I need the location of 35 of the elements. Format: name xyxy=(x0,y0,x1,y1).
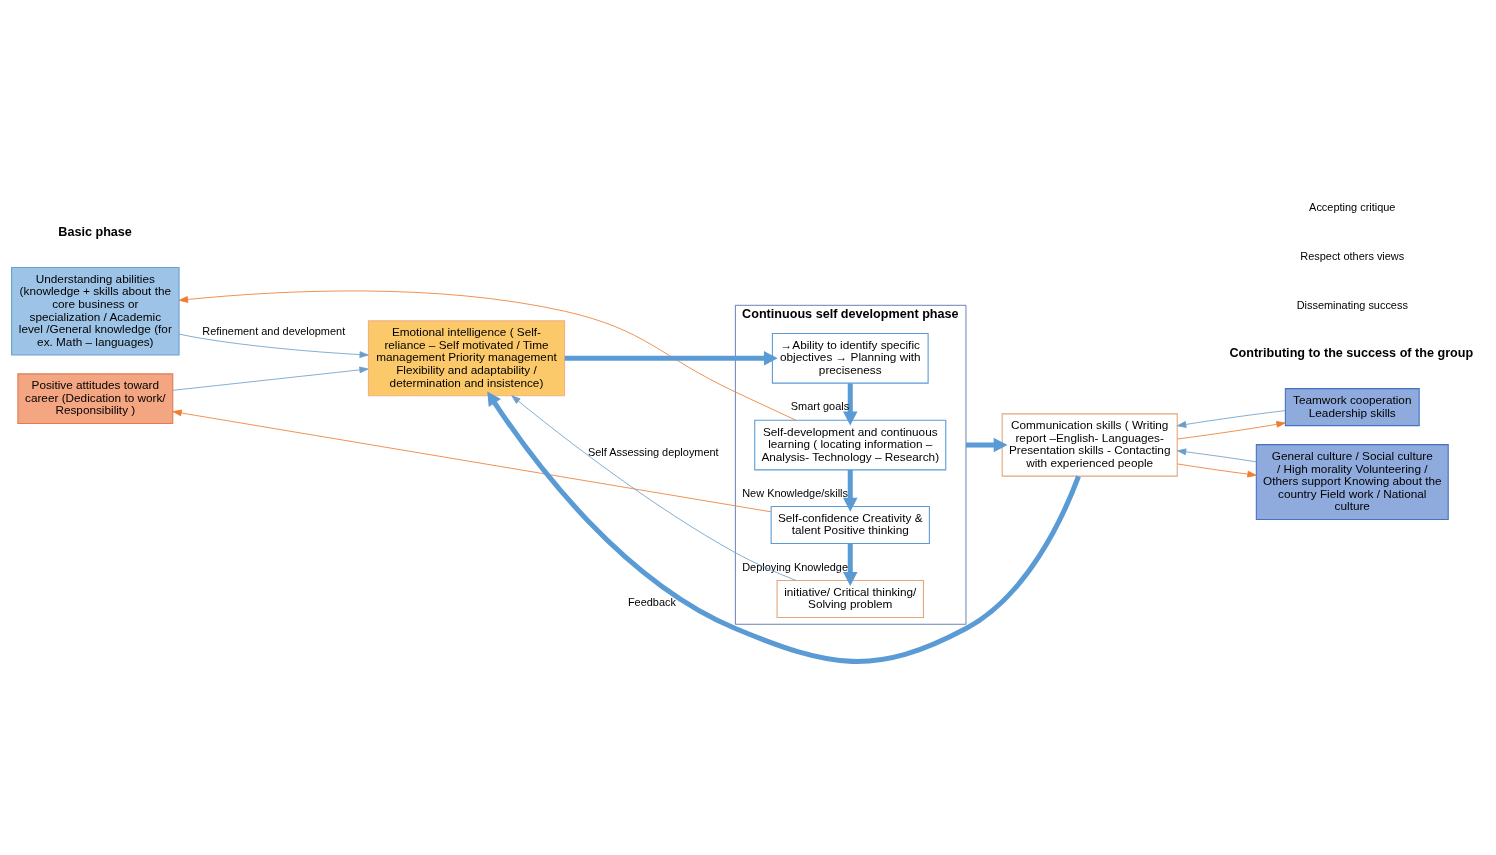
node-box: Communication skills ( Writing report –English- Languages- Presentation skills - Contacting with experienced people xyxy=(1001,413,1178,477)
arrow xyxy=(178,290,797,421)
arrow xyxy=(178,333,369,358)
arrow xyxy=(1177,463,1257,478)
node-box: initiative/ Critical thinking/ Solving problem xyxy=(776,579,925,619)
edge-label: Feedback xyxy=(627,595,676,608)
node-box: General culture / Social culture / High morality Volunteering / Others support Knowing about the country Field work / National culture xyxy=(1255,444,1449,521)
arrow xyxy=(172,366,369,391)
edge-label: Deploying Knowledge xyxy=(742,560,849,573)
arrow xyxy=(487,391,1081,664)
node-box: Self-development and continuous learning ( locating information – Analysis- Technology – Research) xyxy=(754,419,947,471)
arrow xyxy=(843,383,858,426)
node-box: Positive attitudes toward career (Dedication to work/ Responsibility ) xyxy=(17,373,174,425)
edge-label: Refinement and development xyxy=(202,325,346,338)
edge-label: New Knowledge/skills xyxy=(742,486,849,499)
node-box: Emotional intelligence ( Self-reliance – Self motivated / Time management Priority management Flexibility and adaptability / determination and insistence) xyxy=(367,320,566,397)
arrow xyxy=(843,543,858,586)
label: Basic phase xyxy=(58,224,132,239)
edge-label: Self Assessing deployment xyxy=(587,446,719,459)
arrow xyxy=(1177,420,1286,440)
label: Accepting critique xyxy=(1309,201,1396,214)
node-box: Teamwork cooperation Leadership skills xyxy=(1284,388,1420,427)
arrow xyxy=(843,469,858,512)
node-box: Understanding abilities (knowledge + skills about the core business or specialization / Academic level /General knowledge (for ex. Math – languages) xyxy=(11,266,180,356)
arrow xyxy=(564,351,778,366)
node-box: →Ability to identify specific objectives → Planning with preciseness xyxy=(771,332,929,384)
arrow xyxy=(1177,448,1257,463)
label: Disseminating success xyxy=(1296,299,1408,311)
label: Contributing to the success of the group xyxy=(1229,346,1474,361)
arrow xyxy=(511,395,797,581)
label: Respect others views xyxy=(1300,250,1405,263)
arrow xyxy=(966,437,1008,453)
node-box: Self-confidence Creativity & talent Positive thinking xyxy=(770,505,930,545)
arrow xyxy=(1177,410,1286,428)
arrow xyxy=(172,409,772,513)
